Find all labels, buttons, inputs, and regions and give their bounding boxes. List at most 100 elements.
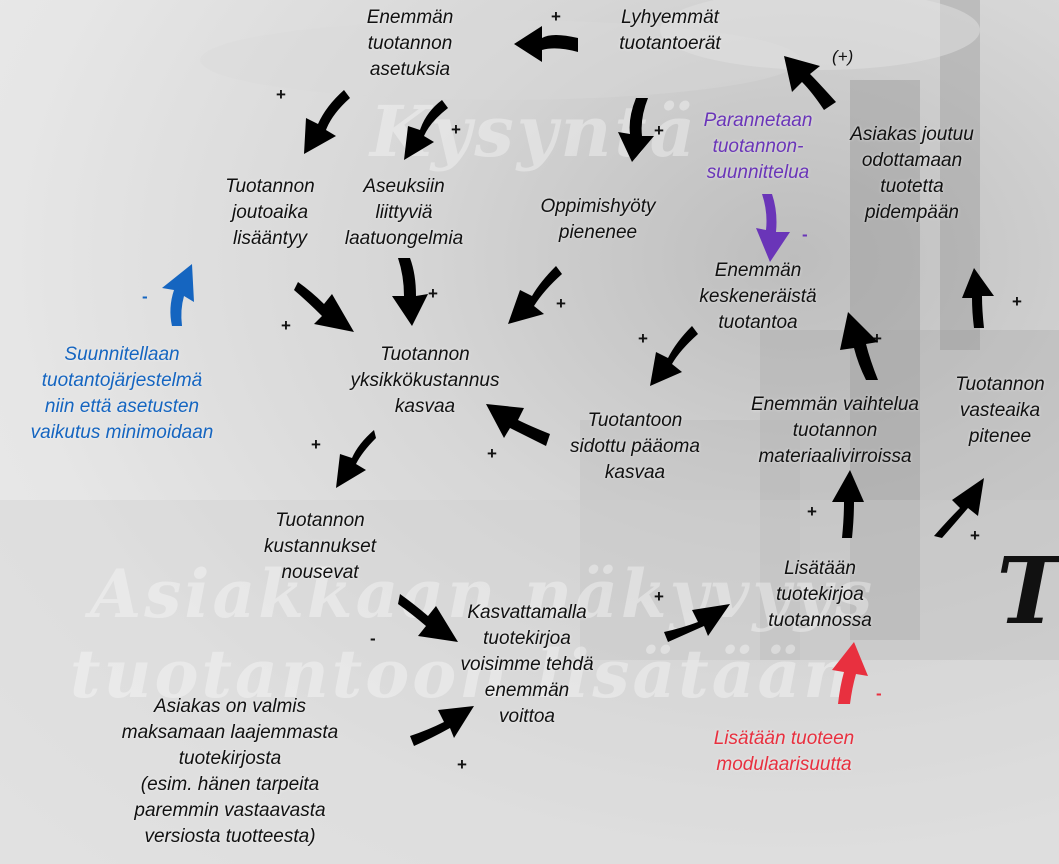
sign-plus: + <box>872 329 882 348</box>
node-text-line: Tuotannon <box>225 176 315 197</box>
node-text-line: niin että asetusten <box>44 396 200 417</box>
sign-plus: + <box>1012 292 1022 311</box>
node-setup-quality: Aseuksiin liittyviä laatuongelmia <box>338 174 470 252</box>
sign-plus-paren: (+) <box>832 47 854 66</box>
node-text-line: modulaarisuutta <box>716 754 852 775</box>
arrow-costs-to-profit <box>398 594 458 642</box>
sign-plus: + <box>551 7 561 26</box>
arrow-batches-to-setups <box>514 26 578 62</box>
sign-minus: - <box>142 287 148 306</box>
node-text-line: tuotetta <box>880 176 944 197</box>
node-add-catalog: Lisätään tuotekirjoa tuotannossa <box>752 556 888 634</box>
node-text-line: tuotantoa <box>718 312 798 333</box>
node-text-line: Lisätään tuoteen <box>713 728 855 749</box>
node-text-line: tuotannon <box>792 420 878 441</box>
node-text-line: laatuongelmia <box>344 228 464 249</box>
watermark-line-2: tuotantoon lisätään <box>70 635 855 713</box>
node-text-line: tuotantojärjestelmä <box>41 370 203 391</box>
sign-plus: + <box>970 526 980 545</box>
node-more-setups: Enemmän tuotannon asetuksia <box>350 5 470 83</box>
node-text-line: Suunnitellaan <box>64 344 180 365</box>
arrow-design-to-idle <box>162 264 194 326</box>
arrow-waits-to-batches <box>790 52 791 53</box>
sign-plus: + <box>487 444 497 463</box>
sign-plus: + <box>807 502 817 521</box>
node-text-line: kustannukset <box>264 536 376 557</box>
arrow-unitcost-to-costs <box>336 430 376 488</box>
arrow-quality-to-unitcost <box>392 258 428 326</box>
node-text-line: Tuotannon <box>955 374 1045 395</box>
node-learning: Oppimishyöty pienenee <box>528 194 668 246</box>
sign-plus: + <box>654 121 664 140</box>
node-text-line: Enemmän vaihtelua <box>751 394 919 415</box>
node-costs-rise: Tuotannon kustannukset nousevat <box>250 508 390 586</box>
sign-plus: + <box>276 85 286 104</box>
sign-plus: + <box>457 755 467 774</box>
node-text-line: Enemmän <box>714 260 802 281</box>
node-customer-pays: Asiakas on valmis maksamaan laajemmasta … <box>110 694 350 850</box>
node-text-line: Aseuksiin <box>363 176 445 197</box>
arrow-to-batches <box>784 56 836 110</box>
node-text-line: enemmän <box>484 680 570 701</box>
sign-minus: - <box>370 629 376 648</box>
node-response-time: Tuotannon vasteaika pitenee <box>942 372 1058 450</box>
node-text-line: maksamaan laajemmasta <box>121 722 339 743</box>
node-unit-cost: Tuotannon yksikkökustannus kasvaa <box>330 342 520 420</box>
node-text-line: tuotekirjosta <box>178 748 282 769</box>
node-text-line: kasvaa <box>604 462 666 483</box>
arrow-modularity-to-catalog <box>832 642 868 704</box>
node-text-line: voisimme tehdä <box>460 654 594 675</box>
node-text-line: materiaalivirroissa <box>758 446 912 467</box>
node-text-line: Tuotannon <box>380 344 470 365</box>
node-text-line: liittyviä <box>375 202 433 223</box>
node-text-line: joutoaika <box>231 202 309 223</box>
node-text-line: Enemmän <box>366 7 454 28</box>
node-text-line: tuotantoerät <box>619 33 721 54</box>
node-text-line: odottamaan <box>861 150 963 171</box>
node-text-line: pienenee <box>558 222 638 243</box>
sign-minus: - <box>876 684 882 703</box>
node-text-line: tuotannossa <box>768 610 872 631</box>
node-text-line: tuotannon <box>367 33 453 54</box>
node-text-line: voittoa <box>499 706 555 727</box>
sign-plus: + <box>311 435 321 454</box>
arrow-setups-to-quality <box>404 100 448 160</box>
node-text-line: suunnittelua <box>706 162 810 183</box>
arrow-catalog-to-variation <box>832 470 864 538</box>
node-design-system: Suunnitellaan tuotantojärjestelmä niin e… <box>2 342 242 446</box>
node-shorter-batches: Lyhyemmät tuotantoerät <box>600 5 740 57</box>
arrow-wip-to-capital <box>650 326 698 386</box>
sign-plus: + <box>428 284 438 303</box>
arrow-variation-to-wip <box>840 312 878 380</box>
arrow-pays-to-profit <box>410 706 474 746</box>
node-text-line: pidempään <box>864 202 960 223</box>
node-text-line: Lisätään <box>784 558 856 579</box>
node-text-line: Lyhyemmät <box>621 7 719 28</box>
node-text-line: Asiakas on valmis <box>153 696 307 717</box>
sign-minus: - <box>802 225 808 244</box>
node-text-line: tuotannon- <box>712 136 804 157</box>
arrow-response-to-waits <box>962 268 994 328</box>
sign-plus: + <box>638 329 648 348</box>
sign-plus: + <box>451 120 461 139</box>
node-variation: Enemmän vaihtelua tuotannon materiaalivi… <box>730 392 940 470</box>
arrow-learning-to-unitcost <box>508 266 562 324</box>
node-text-line: tuotekirjoa <box>483 628 571 649</box>
node-text-line: tuotekirjoa <box>776 584 864 605</box>
arrow-profit-to-catalog <box>664 604 730 642</box>
node-text-line: Tuotannon <box>275 510 365 531</box>
node-text-line: paremmin vastaavasta <box>134 800 326 821</box>
node-text-line: vaikutus minimoidaan <box>30 422 214 443</box>
node-customer-waits: Asiakas joutuu odottamaan tuotetta pidem… <box>834 122 990 226</box>
node-text-line: (esim. hänen tarpeita <box>140 774 320 795</box>
arrow-batches-to-learning <box>618 98 654 162</box>
node-text-line: nousevat <box>281 562 359 583</box>
node-text-line: kasvaa <box>394 396 456 417</box>
node-text-line: versiosta tuotteesta) <box>144 826 316 847</box>
node-capital: Tuotantoon sidottu pääoma kasvaa <box>552 408 718 486</box>
arrow-capital-to-unitcost <box>486 404 550 446</box>
node-text-line: Kasvattamalla <box>467 602 587 623</box>
node-text-line: keskeneräistä <box>699 286 817 307</box>
node-text-line: sidottu pääoma <box>570 436 700 457</box>
